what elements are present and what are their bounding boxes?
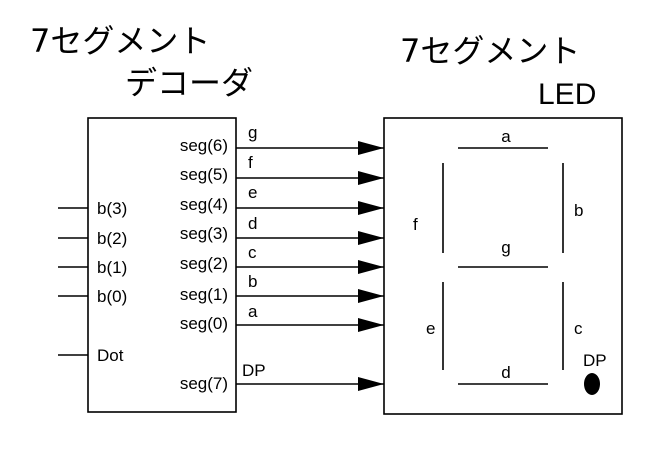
output-label-seg2: seg(2) — [180, 254, 228, 273]
wire-label-g: g — [248, 123, 257, 142]
led-title-line1: 7セグメント — [400, 32, 580, 70]
input-label-b0: b(0) — [97, 287, 127, 306]
wire-label-d: d — [248, 214, 257, 233]
input-label-dot: Dot — [97, 346, 124, 365]
wire-label-f: f — [248, 153, 253, 172]
segment-label-c: c — [574, 319, 583, 338]
output-label-seg3: seg(3) — [180, 224, 228, 243]
segment-label-d: d — [501, 363, 510, 382]
output-label-seg4: seg(4) — [180, 195, 228, 214]
output-label-seg6: seg(6) — [180, 136, 228, 155]
wire-label-b: b — [248, 272, 257, 291]
decoder-box — [87, 117, 237, 413]
output-label-seg0: seg(0) — [180, 314, 228, 333]
wire-label-a: a — [248, 302, 258, 321]
segment-label-dp: DP — [583, 351, 607, 370]
wire-label-c: c — [248, 243, 257, 262]
output-label-seg7: seg(7) — [180, 374, 228, 393]
output-label-seg5: seg(5) — [180, 165, 228, 184]
segment-label-b: b — [574, 201, 583, 220]
input-label-b3: b(3) — [97, 199, 127, 218]
led-box — [383, 117, 623, 415]
wire-label-dp: DP — [242, 361, 266, 380]
wire-label-e: e — [248, 183, 257, 202]
decoder-title-line2: デコーダ — [125, 64, 253, 102]
segment-label-f: f — [413, 215, 418, 234]
segment-label-e: e — [426, 319, 435, 338]
input-label-b1: b(1) — [97, 258, 127, 277]
led-title-line2: LED — [538, 78, 596, 111]
output-label-seg1: seg(1) — [180, 285, 228, 304]
segment-label-g: g — [501, 238, 510, 257]
segment-dp — [584, 373, 600, 395]
input-label-b2: b(2) — [97, 229, 127, 248]
decoder-title-line1: 7セグメント — [30, 22, 210, 60]
segment-label-a: a — [501, 127, 511, 146]
